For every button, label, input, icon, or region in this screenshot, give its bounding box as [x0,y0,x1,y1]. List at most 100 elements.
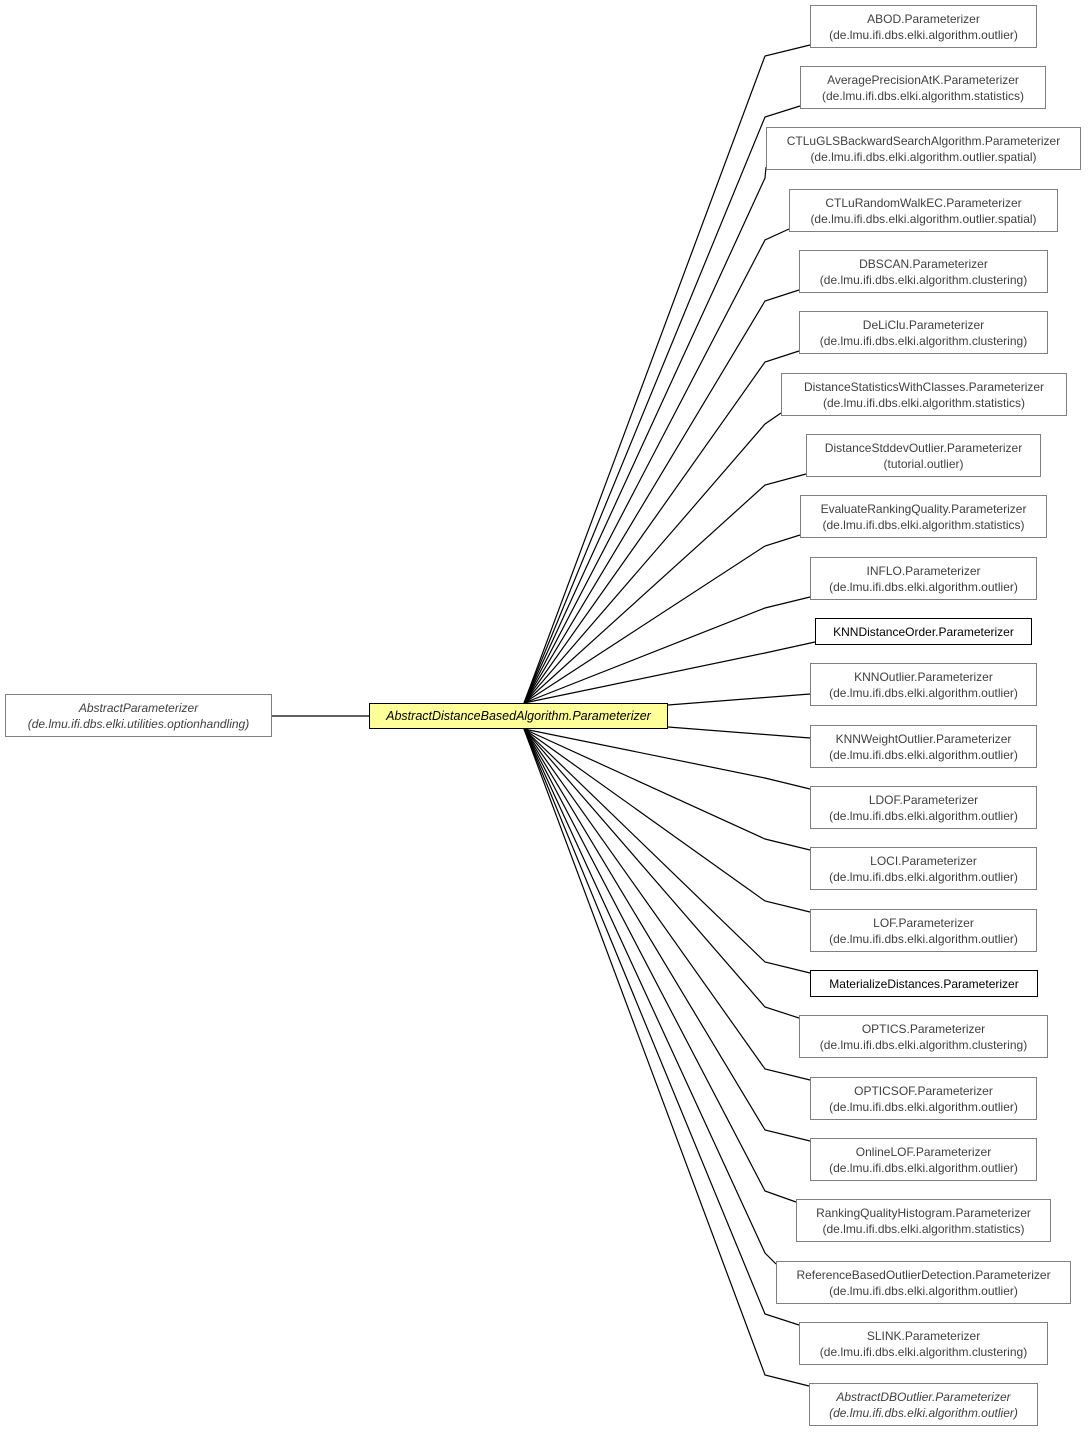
subclass-name: DBSCAN.Parameterizer [859,256,988,271]
subclass-name: CTLuRandomWalkEC.Parameterizer [825,195,1022,210]
root-class-node[interactable]: AbstractParameterizer (de.lmu.ifi.dbs.el… [5,694,272,737]
subclass-node[interactable]: KNNOutlier.Parameterizer(de.lmu.ifi.dbs.… [810,663,1037,706]
subclass-node[interactable]: LOCI.Parameterizer(de.lmu.ifi.dbs.elki.a… [810,847,1037,890]
subclass-name: SLINK.Parameterizer [866,1328,981,1343]
subclass-package: (de.lmu.ifi.dbs.elki.algorithm.clusterin… [819,272,1028,287]
subclass-node[interactable]: KNNWeightOutlier.Parameterizer(de.lmu.if… [810,725,1037,768]
subclass-package: (de.lmu.ifi.dbs.elki.algorithm.outlier) [829,1099,1018,1114]
subclass-name: LDOF.Parameterizer [868,792,979,807]
subclass-edge [523,728,800,1326]
subclass-node[interactable]: AbstractDBOutlier.Parameterizer(de.lmu.i… [809,1383,1038,1426]
subclass-edge [523,728,811,1142]
subclass-name: OnlineLOF.Parameterizer [855,1144,992,1159]
subclass-package: (de.lmu.ifi.dbs.elki.algorithm.outlier) [829,808,1018,823]
subclass-edge [523,728,810,1387]
subclass-node[interactable]: ReferenceBasedOutlierDetection.Parameter… [776,1261,1071,1304]
subclass-package: (de.lmu.ifi.dbs.elki.algorithm.outlier) [829,579,1018,594]
subclass-node[interactable]: INFLO.Parameterizer(de.lmu.ifi.dbs.elki.… [810,557,1037,600]
subclass-edge [523,44,811,704]
subclass-name: AbstractDBOutlier.Parameterizer [836,1389,1011,1404]
root-class-name: AbstractParameterizer [78,700,199,715]
subclass-node[interactable]: LDOF.Parameterizer(de.lmu.ifi.dbs.elki.a… [810,786,1037,829]
subclass-name: DistanceStatisticsWithClasses.Parameteri… [803,379,1045,394]
subclass-package: (de.lmu.ifi.dbs.elki.algorithm.statistic… [822,1221,1025,1236]
subclass-name: ReferenceBasedOutlierDetection.Parameter… [796,1267,1051,1282]
subclass-edge [523,228,790,704]
subclass-name: AveragePrecisionAtK.Parameterizer [827,72,1019,87]
subclass-package: (de.lmu.ifi.dbs.elki.algorithm.outlier) [829,747,1018,762]
subclass-node[interactable]: OPTICSOF.Parameterizer(de.lmu.ifi.dbs.el… [810,1077,1037,1120]
subclass-name: LOCI.Parameterizer [870,853,977,868]
subclass-name: RankingQualityHistogram.Parameterizer [816,1205,1031,1220]
subclass-name: KNNOutlier.Parameterizer [854,669,993,684]
subclass-package: (de.lmu.ifi.dbs.elki.algorithm.outlier) [829,685,1018,700]
subclass-edge [523,728,800,1019]
subclass-node[interactable]: CTLuRandomWalkEC.Parameterizer(de.lmu.if… [789,189,1058,232]
subclass-node[interactable]: DeLiClu.Parameterizer(de.lmu.ifi.dbs.elk… [799,311,1048,354]
subclass-edge [523,728,777,1265]
subclass-edge [523,350,800,704]
subclass-package: (de.lmu.ifi.dbs.elki.algorithm.outlier) [829,1405,1018,1420]
subclass-package: (de.lmu.ifi.dbs.elki.algorithm.outlier) [829,869,1018,884]
subclass-package: (de.lmu.ifi.dbs.elki.algorithm.outlier) [829,27,1018,42]
subclass-edge [523,728,811,1081]
subclass-name: KNNDistanceOrder.Parameterizer [833,624,1014,639]
subclass-edge [523,166,767,704]
subclass-node[interactable]: DistanceStddevOutlier.Parameterizer(tuto… [806,434,1041,477]
subclass-node[interactable]: ABOD.Parameterizer(de.lmu.ifi.dbs.elki.a… [810,5,1037,48]
subclass-package: (de.lmu.ifi.dbs.elki.algorithm.clusterin… [819,1037,1028,1052]
subclass-name: CTLuGLSBackwardSearchAlgorithm.Parameter… [786,133,1061,148]
subclass-node[interactable]: OnlineLOF.Parameterizer(de.lmu.ifi.dbs.e… [810,1138,1037,1181]
subclass-package: (de.lmu.ifi.dbs.elki.algorithm.clusterin… [819,333,1028,348]
subclass-node[interactable]: MaterializeDistances.Parameterizer [810,970,1038,997]
subclass-name: OPTICS.Parameterizer [861,1021,986,1036]
subclass-edge [523,728,811,790]
subclass-name: OPTICSOF.Parameterizer [854,1083,993,1098]
subclass-edge [523,289,800,704]
subclass-name: KNNWeightOutlier.Parameterizer [835,731,1012,746]
subclass-node[interactable]: DBSCAN.Parameterizer(de.lmu.ifi.dbs.elki… [799,250,1048,293]
subclass-name: DeLiClu.Parameterizer [862,317,985,332]
subclass-edge [523,534,801,704]
subclass-name: ABOD.Parameterizer [867,11,980,26]
subclass-node[interactable]: LOF.Parameterizer(de.lmu.ifi.dbs.elki.al… [810,909,1037,952]
subclass-edge [523,105,801,704]
subclass-node[interactable]: AveragePrecisionAtK.Parameterizer(de.lmu… [800,66,1046,109]
subclass-node[interactable]: EvaluateRankingQuality.Parameterizer(de.… [800,495,1047,538]
subclass-edge [667,693,811,706]
subclass-edge [667,726,811,739]
subclass-edge [523,473,807,704]
focus-class-name: AbstractDistanceBasedAlgorithm.Parameter… [386,709,651,723]
subclass-edge [523,728,811,851]
focus-class-node[interactable]: AbstractDistanceBasedAlgorithm.Parameter… [369,703,668,729]
subclass-node[interactable]: KNNDistanceOrder.Parameterizer [815,618,1032,645]
subclass-name: LOF.Parameterizer [873,915,974,930]
root-class-package: (de.lmu.ifi.dbs.elki.utilities.optionhan… [27,716,250,731]
subclass-edge [523,641,816,704]
subclass-name: INFLO.Parameterizer [866,563,981,578]
subclass-package: (de.lmu.ifi.dbs.elki.algorithm.outlier) [829,931,1018,946]
subclass-node[interactable]: RankingQualityHistogram.Parameterizer(de… [796,1199,1051,1242]
subclass-package: (de.lmu.ifi.dbs.elki.algorithm.statistic… [821,88,1025,103]
subclass-package: (de.lmu.ifi.dbs.elki.algorithm.outlier) [829,1160,1018,1175]
subclass-package: (de.lmu.ifi.dbs.elki.algorithm.outlier) [829,1283,1018,1298]
subclass-edge [523,728,811,913]
subclass-node[interactable]: CTLuGLSBackwardSearchAlgorithm.Parameter… [766,127,1081,170]
subclass-name: MaterializeDistances.Parameterizer [829,976,1019,991]
subclass-package: (de.lmu.ifi.dbs.elki.algorithm.statistic… [822,395,1026,410]
subclass-edge [523,728,811,974]
subclass-node[interactable]: OPTICS.Parameterizer(de.lmu.ifi.dbs.elki… [799,1015,1048,1058]
subclass-package: (de.lmu.ifi.dbs.elki.algorithm.outlier.s… [810,149,1037,164]
subclass-edge [523,596,811,704]
subclass-name: EvaluateRankingQuality.Parameterizer [820,501,1027,516]
subclass-node[interactable]: DistanceStatisticsWithClasses.Parameteri… [781,373,1067,416]
subclass-edge [523,728,797,1203]
subclass-package: (de.lmu.ifi.dbs.elki.algorithm.statistic… [822,517,1025,532]
subclass-edge [523,412,782,704]
subclass-package: (de.lmu.ifi.dbs.elki.algorithm.outlier.s… [810,211,1037,226]
subclass-package: (de.lmu.ifi.dbs.elki.algorithm.clusterin… [819,1344,1028,1359]
subclass-name: DistanceStddevOutlier.Parameterizer [824,440,1023,455]
subclass-node[interactable]: SLINK.Parameterizer(de.lmu.ifi.dbs.elki.… [799,1322,1048,1365]
subclass-package: (tutorial.outlier) [883,456,964,471]
